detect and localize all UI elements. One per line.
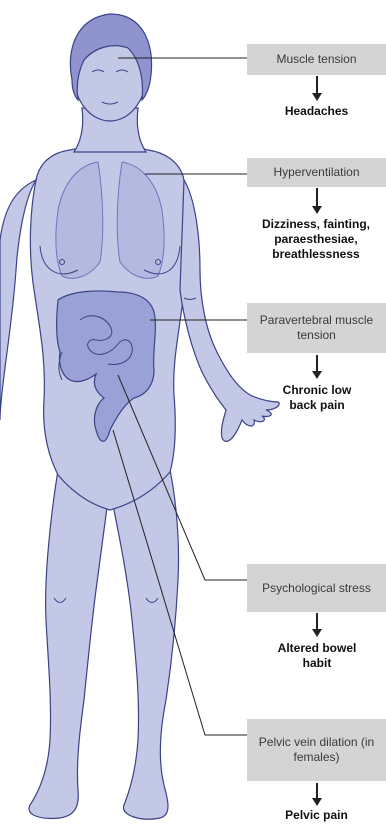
cause-box-muscle-tension: Muscle tension [247,44,386,75]
cause-label: Psychological stress [262,581,371,596]
left-leg [29,470,108,818]
cause-box-psychological-stress: Psychological stress [247,564,386,612]
effect-back-pain: Chronic low back pain [270,383,364,413]
cause-box-pelvic-vein: Pelvic vein dilation (in females) [247,719,386,781]
cause-label: Hyperventilation [273,165,359,180]
cause-label: Muscle tension [276,52,356,67]
arrow-down-icon [312,783,322,806]
effect-headaches: Headaches [247,104,386,119]
right-leg [112,470,179,819]
effect-pelvic-pain: Pelvic pain [247,808,386,823]
arrow-down-icon [312,76,322,101]
arrow-down-icon [312,613,322,637]
cause-box-paravertebral: Paravertebral muscle tension [247,303,386,353]
effect-dizziness: Dizziness, fainting, paraesthesiae, brea… [249,217,383,262]
arrow-down-icon [312,188,322,214]
arrow-down-icon [312,355,322,379]
effect-bowel-habit: Altered bowel habit [265,641,369,671]
cause-label: Pelvic vein dilation (in females) [251,735,382,765]
cause-label: Paravertebral muscle tension [251,313,382,343]
cause-box-hyperventilation: Hyperventilation [247,158,386,187]
body-figure [0,14,279,819]
